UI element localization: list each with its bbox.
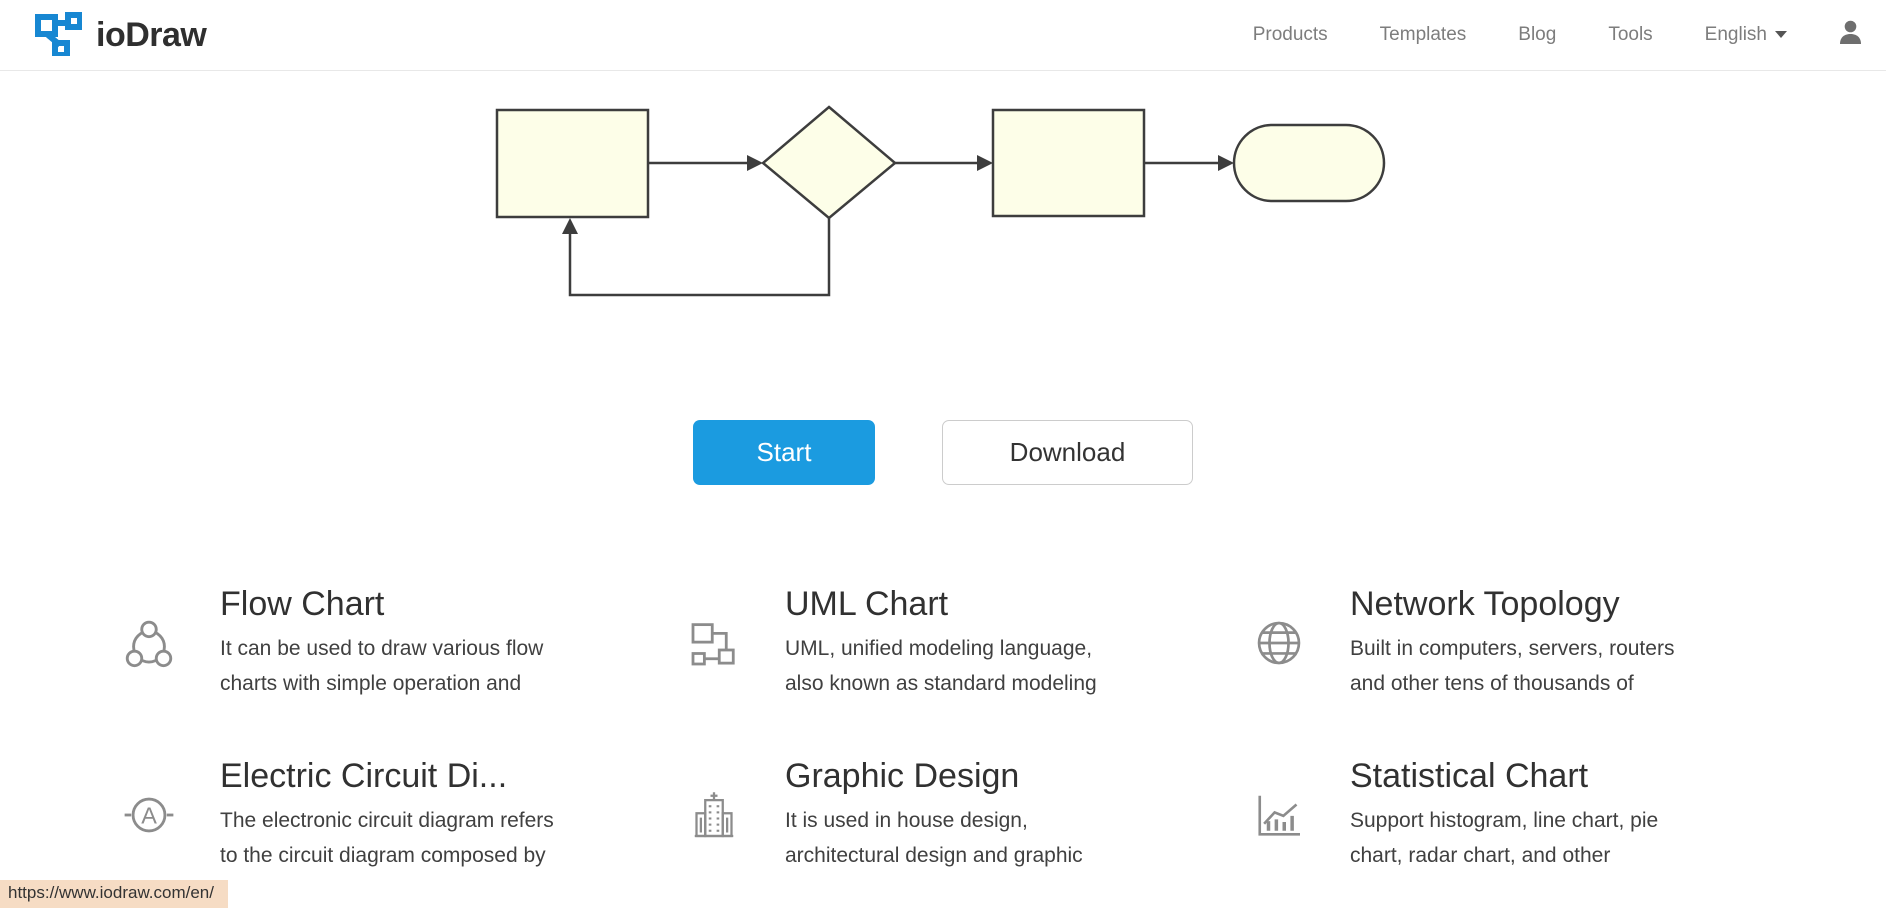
feature-desc-line: Support histogram, line chart, pie [1350,809,1659,832]
svg-text:A: A [141,802,157,828]
feature-statistical-chart: Statistical Chart Support histogram, lin… [1248,757,1813,873]
brand-logo[interactable]: ioDraw [34,10,207,61]
feature-desc-line: also known as standard modeling [785,672,1097,695]
feature-desc-line: chart, radar chart, and other [1350,844,1611,867]
feature-flow-chart: Flow Chart It can be used to draw variou… [118,585,683,701]
feature-title: Statistical Chart [1350,757,1589,795]
nav-language-dropdown[interactable]: English [1705,24,1787,46]
feature-desc-line: Built in computers, servers, routers [1350,637,1675,660]
feature-network-topology: Network Topology Built in computers, ser… [1248,585,1813,701]
caret-down-icon [1775,31,1787,38]
start-button[interactable]: Start [693,420,875,485]
nav-blog[interactable]: Blog [1518,24,1557,45]
flowchart-illustration [495,105,1386,297]
header: ioDraw Products Templates Blog Tools Eng… [0,0,1886,71]
feature-title: Flow Chart [220,585,385,623]
feature-desc-line: architectural design and graphic [785,844,1083,867]
feature-electric-circuit: A Electric Circuit Di... The electronic … [118,757,683,873]
feature-title: Network Topology [1350,585,1620,623]
share-nodes-icon [118,612,180,674]
user-account-button[interactable] [1839,20,1862,50]
main-nav: Products Templates Blog Tools English [1253,20,1862,50]
feature-desc-line: It can be used to draw various flow [220,637,544,660]
line-bar-chart-icon [1248,786,1310,844]
globe-icon [1248,614,1310,672]
user-icon [1839,20,1862,50]
brand-name: ioDraw [96,15,207,54]
building-icon [683,785,745,845]
feature-desc-line: charts with simple operation and [220,672,522,695]
feature-uml-chart: UML Chart UML, unified modeling language… [683,585,1248,701]
feature-desc-line: to the circuit diagram composed by [220,844,546,867]
cta-button-row: Start Download [0,420,1886,485]
feature-desc-line: It is used in house design, [785,809,1028,832]
nav-tools[interactable]: Tools [1608,24,1653,45]
terminator-shape [1232,123,1386,203]
download-button[interactable]: Download [942,420,1193,485]
nav-templates[interactable]: Templates [1379,24,1467,45]
uml-blocks-icon [683,614,745,672]
link-preview-status-bar: https://www.iodraw.com/en/ [0,880,228,908]
feature-desc-line: The electronic circuit diagram refers [220,809,554,832]
nav-products[interactable]: Products [1252,24,1328,45]
feature-title: UML Chart [785,585,949,623]
feature-title: Electric Circuit Di... [220,757,508,795]
feature-desc-line: and other tens of thousands of [1350,672,1634,695]
features-grid: Flow Chart It can be used to draw variou… [118,585,1886,873]
feature-desc-line: UML, unified modeling language, [785,637,1093,660]
process-shape-1 [495,108,650,219]
language-label: English [1704,24,1767,45]
feature-graphic-design: Graphic Design It is used in house desig… [683,757,1248,873]
decision-shape [761,105,897,220]
ammeter-icon: A [118,787,180,843]
iodraw-logo-icon [34,10,83,61]
process-shape-2 [991,108,1146,218]
feature-title: Graphic Design [785,757,1020,795]
